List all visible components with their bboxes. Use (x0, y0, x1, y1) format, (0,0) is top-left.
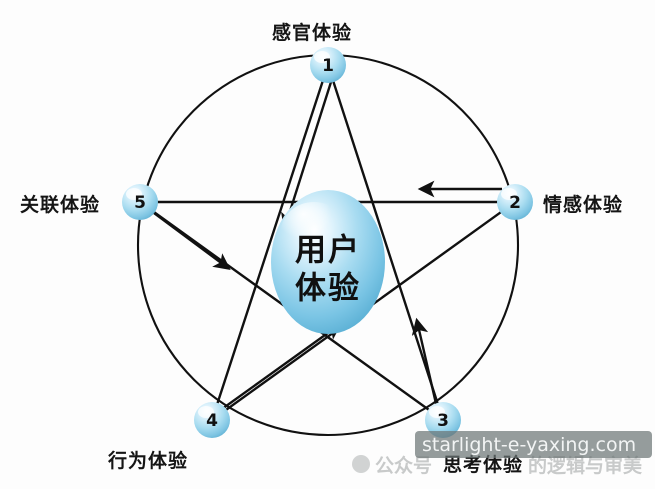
arrow-1-to-4 (281, 81, 333, 231)
node-4-number: 4 (206, 411, 218, 431)
watermark-primary: starlight-e-yaxing.com (422, 434, 637, 456)
center-label-line1: 用户 (295, 233, 361, 269)
edge-1-3 (326, 63, 445, 422)
center-bubble: 用户 体验 (271, 190, 385, 334)
watermark-band (415, 431, 652, 458)
node-1[interactable]: 1 (310, 47, 346, 83)
arrow-3-to-1 (411, 317, 439, 409)
node-1-number: 1 (322, 56, 334, 76)
node-2-number: 2 (509, 193, 521, 213)
wechat-account-icon (352, 455, 370, 473)
node-5-label: 关联体验 (20, 194, 101, 216)
node-5[interactable]: 5 (122, 184, 158, 220)
node-4[interactable]: 4 (194, 402, 230, 438)
arrow-5-to-3 (153, 212, 231, 271)
node-3[interactable]: 3 (425, 402, 461, 438)
node-3-label: 思考体验 (443, 454, 524, 476)
arrow-4-to-2 (221, 323, 342, 410)
node-4-label: 行为体验 (108, 450, 189, 472)
center-label-line2: 体验 (295, 271, 361, 307)
node-1-label: 感官体验 (272, 22, 353, 44)
watermark-tertiary: 的逻辑与审美 (528, 455, 643, 477)
node-2[interactable]: 2 (497, 184, 533, 220)
node-3-number: 3 (437, 411, 449, 431)
watermark-secondary: 公众号 (375, 455, 433, 477)
node-2-label: 情感体验 (543, 194, 624, 216)
edge-1-4 (210, 63, 330, 422)
flow-arrows (153, 81, 502, 410)
node-5-number: 5 (134, 193, 146, 213)
